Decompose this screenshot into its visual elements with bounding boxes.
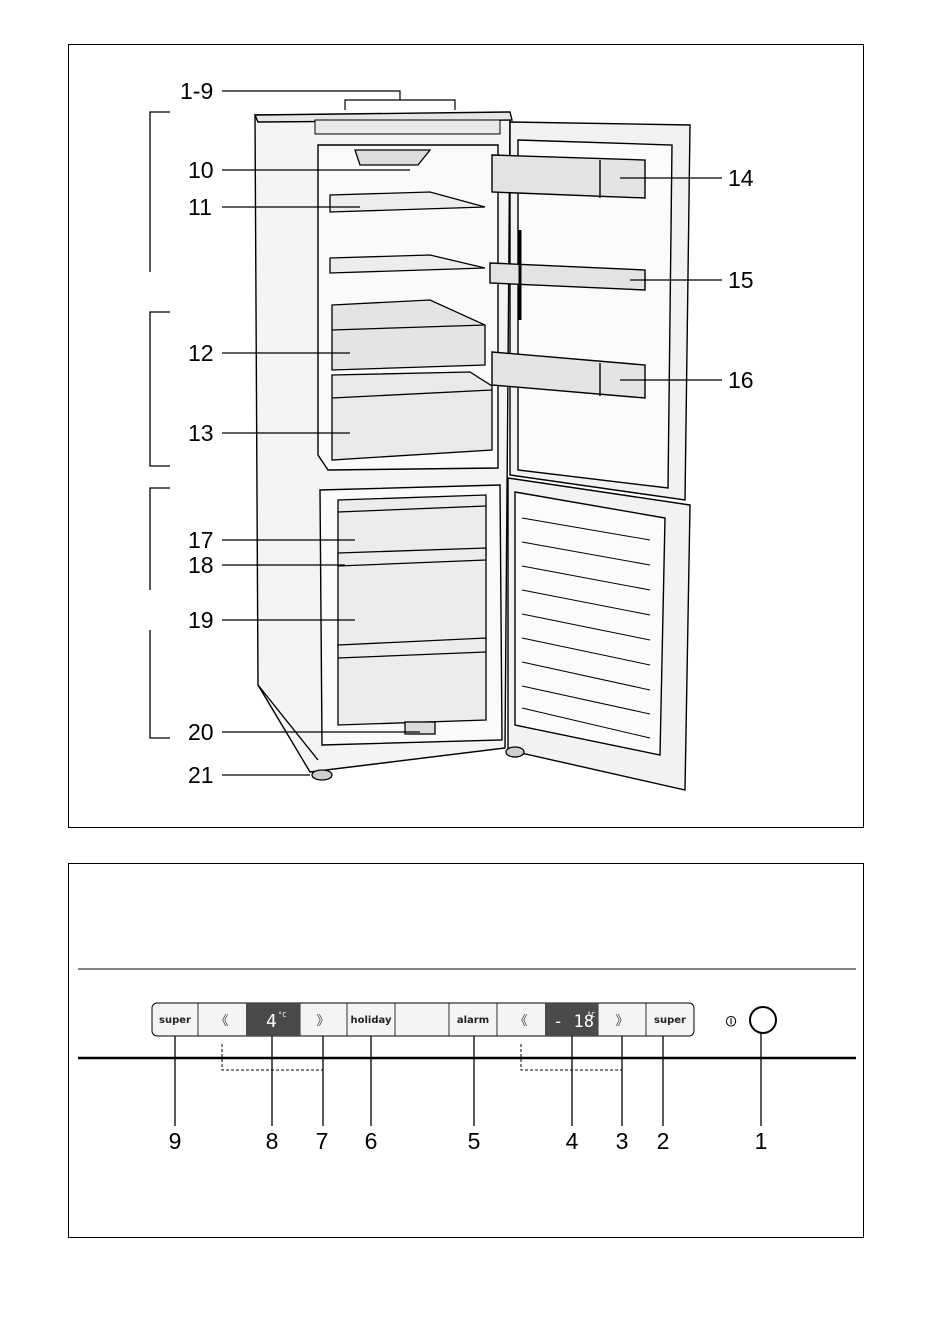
panel-leader-lines [175, 1033, 761, 1126]
callout-6: 6 [365, 1128, 378, 1154]
power-symbol-icon: ⏼ [725, 1014, 736, 1030]
alarm-label: alarm [457, 1015, 489, 1026]
callout-1: 1 [755, 1128, 768, 1154]
callout-5: 5 [468, 1128, 481, 1154]
super-freezer-button[interactable]: super [646, 1003, 694, 1036]
chevron-left-icon: 《 [514, 1014, 527, 1029]
freezer-temp-unit: °C [587, 1011, 595, 1019]
freezer-temp-display: - 18 °C [545, 1003, 598, 1036]
callout-9: 9 [169, 1128, 182, 1154]
callout-8: 8 [266, 1128, 279, 1154]
super-fridge-button[interactable]: super [152, 1003, 198, 1036]
fridge-temp-value: 4 [266, 1011, 277, 1032]
fridge-temp-up-button[interactable]: 》 [300, 1003, 347, 1036]
super-fridge-label: super [159, 1015, 191, 1026]
freezer-temp-up-button[interactable]: 》 [598, 1003, 646, 1036]
power-button[interactable] [750, 1007, 776, 1033]
callout-3: 3 [616, 1128, 629, 1154]
super-freezer-label: super [654, 1015, 686, 1026]
chevron-right-icon: 》 [316, 1014, 329, 1029]
callout-7: 7 [316, 1128, 329, 1154]
fridge-temp-display: 4 °C [246, 1003, 300, 1036]
chevron-right-icon: 》 [615, 1014, 628, 1029]
holiday-label: holiday [351, 1015, 392, 1026]
alarm-button[interactable]: alarm [449, 1003, 497, 1036]
chevron-left-icon: 《 [215, 1014, 228, 1029]
blank-button[interactable] [395, 1003, 449, 1036]
holiday-button[interactable]: holiday [347, 1003, 395, 1036]
fridge-temp-unit: °C [278, 1011, 286, 1019]
fridge-temp-down-button[interactable]: 《 [198, 1003, 246, 1036]
callout-2: 2 [657, 1128, 670, 1154]
panel-callout-labels: 9 8 7 6 5 4 3 2 1 [169, 1128, 768, 1154]
callout-4: 4 [566, 1128, 579, 1154]
freezer-temp-down-button[interactable]: 《 [497, 1003, 545, 1036]
